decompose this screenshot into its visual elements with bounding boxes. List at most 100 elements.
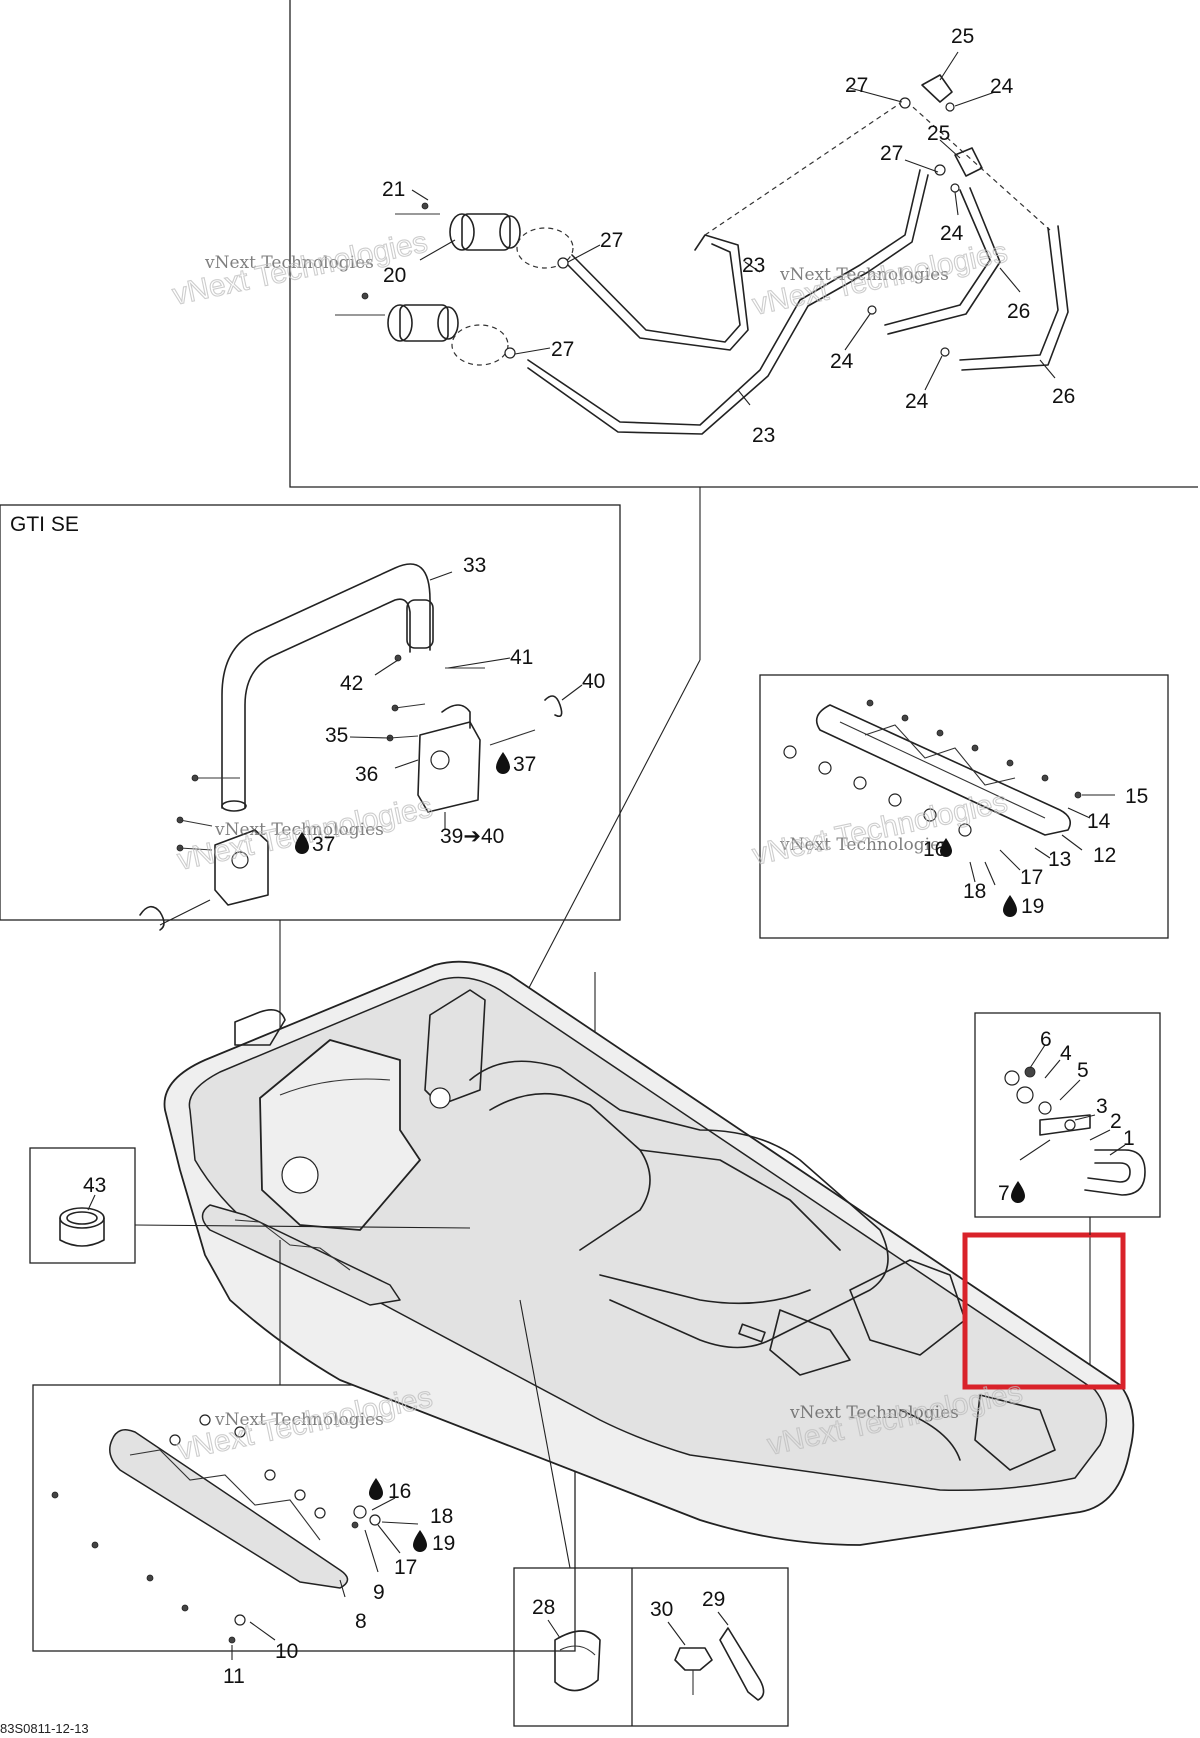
svg-text:vNext Technologies: vNext Technologies bbox=[175, 791, 436, 877]
callout-21: 21 bbox=[382, 178, 405, 201]
vent-line-assembly bbox=[335, 74, 1069, 435]
callout-27: 27 bbox=[880, 142, 903, 165]
fuel-leaders bbox=[411, 51, 1056, 406]
fuel-lines-inset-box bbox=[289, 0, 1198, 488]
callout-37: 37 bbox=[513, 753, 536, 776]
callout-24: 24 bbox=[990, 75, 1014, 98]
callout-43: 43 bbox=[83, 1174, 106, 1197]
hose-23-lower bbox=[527, 169, 921, 426]
callout-25: 25 bbox=[951, 25, 974, 48]
callout-40: 40 bbox=[582, 670, 605, 693]
callout-27: 27 bbox=[551, 338, 574, 361]
callout-2: 2 bbox=[1110, 1110, 1122, 1133]
callout-35: 35 bbox=[325, 724, 348, 747]
drain-plug-inset-box bbox=[974, 1012, 1161, 1218]
callout-17: 17 bbox=[1020, 866, 1043, 889]
rear-step-hardware bbox=[783, 699, 1082, 837]
sponson-leaders bbox=[231, 1497, 419, 1660]
svg-text:vNext Technologies: vNext Technologies bbox=[214, 820, 384, 840]
vent-dashed-path bbox=[704, 99, 1051, 236]
gti-se-step-bracket bbox=[386, 695, 563, 813]
seat-contour bbox=[469, 1060, 889, 1349]
callout-26: 26 bbox=[1052, 385, 1075, 408]
callout-23: 23 bbox=[752, 424, 775, 447]
elbow-25-upper bbox=[921, 74, 953, 103]
hull-leaders bbox=[134, 1217, 1091, 1569]
gti-se-handle bbox=[191, 563, 485, 812]
gti-se-leaders bbox=[159, 571, 583, 926]
drop-icon bbox=[413, 1530, 427, 1552]
svg-text:vNext Technologies: vNext Technologies bbox=[779, 265, 949, 285]
sponson-inset-box bbox=[32, 1384, 576, 1652]
group-title-gti-se: GTI SE bbox=[10, 513, 79, 536]
callout-23: 23 bbox=[742, 254, 765, 277]
callout-10: 10 bbox=[275, 1640, 298, 1663]
sponson bbox=[51, 1414, 381, 1644]
callout-33: 33 bbox=[463, 554, 486, 577]
drawing-id: 83S0811-12-13 bbox=[0, 1721, 89, 1736]
callout-25: 25 bbox=[927, 122, 950, 145]
callout-6: 6 bbox=[1040, 1028, 1052, 1051]
hose-26-lower bbox=[959, 227, 1059, 361]
callout-20: 20 bbox=[383, 264, 406, 287]
callout-26: 26 bbox=[1007, 300, 1030, 323]
callout-27: 27 bbox=[845, 74, 868, 97]
callout-15: 15 bbox=[1125, 785, 1148, 808]
callout-42: 42 bbox=[340, 672, 363, 695]
part-43-inset-box bbox=[29, 1147, 136, 1264]
part-43-sleeve bbox=[59, 1194, 105, 1247]
callout-41: 41 bbox=[510, 646, 533, 669]
callout-27: 27 bbox=[600, 229, 623, 252]
gti-se-step-bracket-2 bbox=[139, 816, 269, 931]
clip-28 bbox=[547, 1619, 601, 1692]
callout-18: 18 bbox=[430, 1505, 453, 1528]
callout-29: 29 bbox=[702, 1588, 725, 1611]
drop-icon bbox=[1011, 1181, 1025, 1203]
callout-19: 19 bbox=[432, 1532, 455, 1555]
callout-labels: 25 27 24 25 27 21 24 27 23 20 26 27 24 2… bbox=[0, 25, 1148, 1736]
rear-tie-eye bbox=[1004, 1066, 1146, 1196]
callout-24: 24 bbox=[830, 350, 854, 373]
callout-11: 11 bbox=[223, 1665, 245, 1688]
drop-icon bbox=[1003, 895, 1017, 917]
hose-23-upper bbox=[564, 234, 749, 351]
callout-19: 19 bbox=[1021, 895, 1044, 918]
svg-text:vNext Technologies: vNext Technologies bbox=[789, 1403, 959, 1423]
drain-inset-leaders bbox=[1019, 1044, 1126, 1161]
callout-13: 13 bbox=[1048, 848, 1071, 871]
callout-24: 24 bbox=[940, 222, 964, 245]
callout-5: 5 bbox=[1077, 1059, 1089, 1082]
gti-se-inset-box bbox=[0, 504, 621, 921]
tie-strap-29 bbox=[717, 1611, 765, 1701]
clip-inset-box bbox=[513, 1567, 789, 1727]
svg-text:vNext Technologies: vNext Technologies bbox=[204, 253, 374, 273]
elbow-25-lower bbox=[954, 147, 983, 177]
hose-26-upper bbox=[884, 189, 991, 326]
callout-3: 3 bbox=[1096, 1095, 1108, 1118]
hull-body bbox=[163, 960, 1135, 1546]
callout-12: 12 bbox=[1093, 844, 1116, 867]
svg-text:vNext Technologies: vNext Technologies bbox=[214, 1410, 384, 1430]
svg-text:vNext Technologies: vNext Technologies bbox=[779, 835, 949, 855]
check-valve-lower bbox=[335, 292, 509, 366]
callout-16: 16 bbox=[388, 1480, 411, 1503]
callout-18: 18 bbox=[963, 880, 986, 903]
sponson-hardware bbox=[51, 1414, 381, 1644]
push-rivet-30 bbox=[667, 1621, 713, 1695]
callout-37: 37 bbox=[312, 833, 335, 856]
callout-7: 7 bbox=[998, 1182, 1010, 1205]
drop-icon bbox=[369, 1478, 383, 1500]
callout-16: 16 bbox=[923, 838, 946, 861]
callout-9: 9 bbox=[373, 1581, 385, 1604]
callout-28: 28 bbox=[532, 1596, 555, 1619]
callout-4: 4 bbox=[1060, 1042, 1072, 1065]
callout-14: 14 bbox=[1087, 810, 1111, 833]
callout-1: 1 bbox=[1123, 1127, 1135, 1150]
highlighted-area bbox=[962, 1232, 1126, 1390]
callout-39-to-40: 39➔40 bbox=[440, 825, 504, 848]
callout-36: 36 bbox=[355, 763, 378, 786]
callout-30: 30 bbox=[650, 1598, 673, 1621]
rear-step-leaders bbox=[969, 794, 1115, 886]
check-valve-upper bbox=[395, 202, 574, 269]
